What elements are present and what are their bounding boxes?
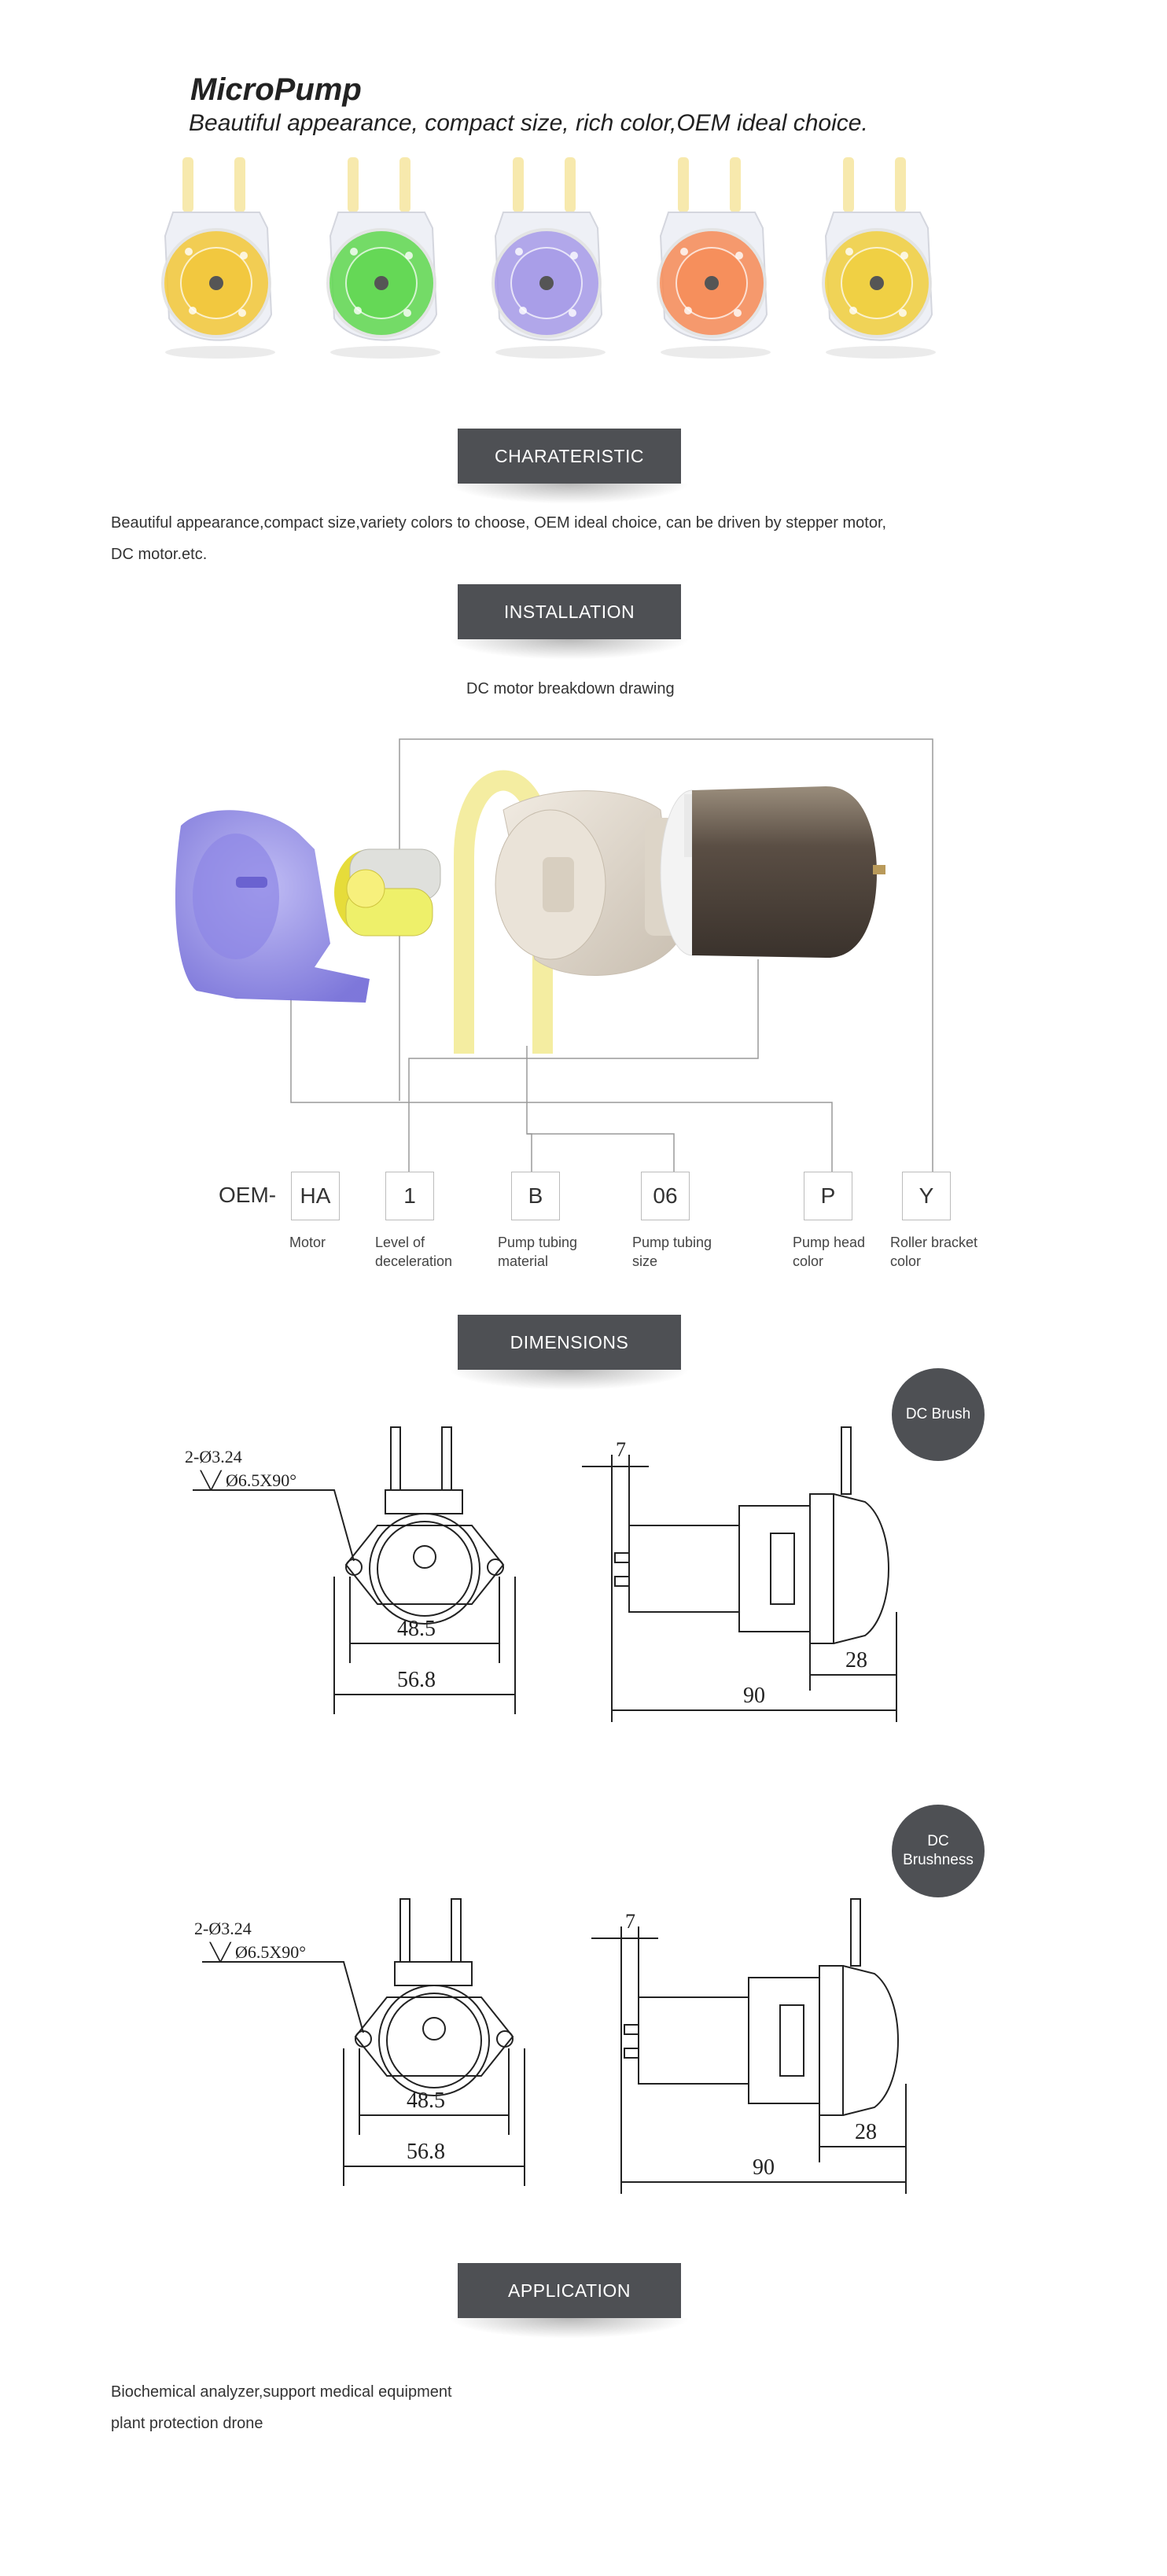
page-subtitle: Beautiful appearance, compact size, rich…	[189, 110, 868, 136]
roller-bracket-part	[334, 848, 441, 937]
total-length-dimension: 90	[753, 2155, 775, 2180]
badge-dc-brush: DC Brush	[892, 1368, 985, 1461]
hole-spec-label: 2-Ø3.24	[194, 1919, 252, 1938]
motor-breakdown-drawing	[175, 738, 933, 1178]
oem-code-box: B	[511, 1172, 560, 1220]
pump-product-image	[822, 157, 936, 359]
oem-code-label: Pump head color	[793, 1235, 866, 1269]
characteristic-line-2: DC motor.etc.	[111, 546, 208, 563]
pump-cover-part	[175, 810, 370, 1003]
chamfer-spec-label: ╲╱ Ø6.5X90°	[209, 1941, 306, 1963]
dc-motor-part	[660, 786, 885, 959]
head-depth-dimension: 28	[855, 2120, 877, 2144]
oem-code-box: HA	[291, 1172, 340, 1220]
characteristic-line-1: Beautiful appearance,compact size,variet…	[111, 514, 887, 532]
section-banner-application: APPLICATION	[458, 2263, 681, 2318]
section-banner-dimensions: DIMENSIONS	[458, 1315, 681, 1370]
page-title: MicroPump	[190, 72, 362, 107]
oem-code-label: Roller bracket color	[890, 1235, 978, 1269]
dimension-drawing-brushless: 2-Ø3.24 ╲╱ Ø6.5X90° 48.5 56.8 7 28 90	[194, 1898, 907, 2194]
banner-shadow	[448, 639, 690, 660]
oem-code-box: Y	[902, 1172, 951, 1220]
dimension-drawing-brush: 2-Ø3.24 ╲╱ Ø6.5X90° 48.5 56.8 7 28 90	[185, 1426, 897, 1722]
section-banner-installation: INSTALLATION	[458, 584, 681, 639]
application-line-2: plant protection drone	[111, 2415, 263, 2432]
pump-product-image	[657, 157, 771, 359]
width-inner-dimension: 48.5	[407, 2088, 445, 2113]
oem-code-label: Level of deceleration	[375, 1235, 453, 1269]
flange-dimension: 7	[616, 1438, 626, 1461]
flange-dimension: 7	[625, 1910, 635, 1933]
pump-color-lineup	[161, 157, 936, 359]
banner-shadow	[448, 1370, 690, 1390]
breakdown-caption: DC motor breakdown drawing	[466, 680, 675, 697]
oem-code-label: Pump tubing size	[632, 1235, 712, 1269]
oem-code-label: Motor	[289, 1235, 326, 1250]
banner-shadow	[448, 2318, 690, 2339]
total-length-dimension: 90	[743, 1684, 765, 1708]
head-depth-dimension: 28	[845, 1648, 867, 1673]
oem-code-box: 1	[385, 1172, 434, 1220]
width-inner-dimension: 48.5	[397, 1617, 436, 1641]
hole-spec-label: 2-Ø3.24	[185, 1447, 242, 1466]
banner-shadow	[448, 484, 690, 504]
width-outer-dimension: 56.8	[397, 1668, 436, 1692]
pump-product-image	[491, 157, 606, 359]
pump-product-image	[161, 157, 275, 359]
badge-dc-brushless: DC Brushness	[892, 1805, 985, 1897]
oem-code-label: Pump tubing material	[498, 1235, 578, 1269]
chamfer-spec-label: ╲╱ Ø6.5X90°	[200, 1470, 296, 1491]
width-outer-dimension: 56.8	[407, 2140, 445, 2164]
oem-prefix: OEM-	[219, 1183, 277, 1207]
section-banner-characteristic: CHARATERISTIC	[458, 429, 681, 484]
oem-code-box: 06	[641, 1172, 690, 1220]
pump-product-image	[326, 157, 440, 359]
application-line-1: Biochemical analyzer,support medical equ…	[111, 2383, 452, 2401]
oem-code-box: P	[804, 1172, 852, 1220]
